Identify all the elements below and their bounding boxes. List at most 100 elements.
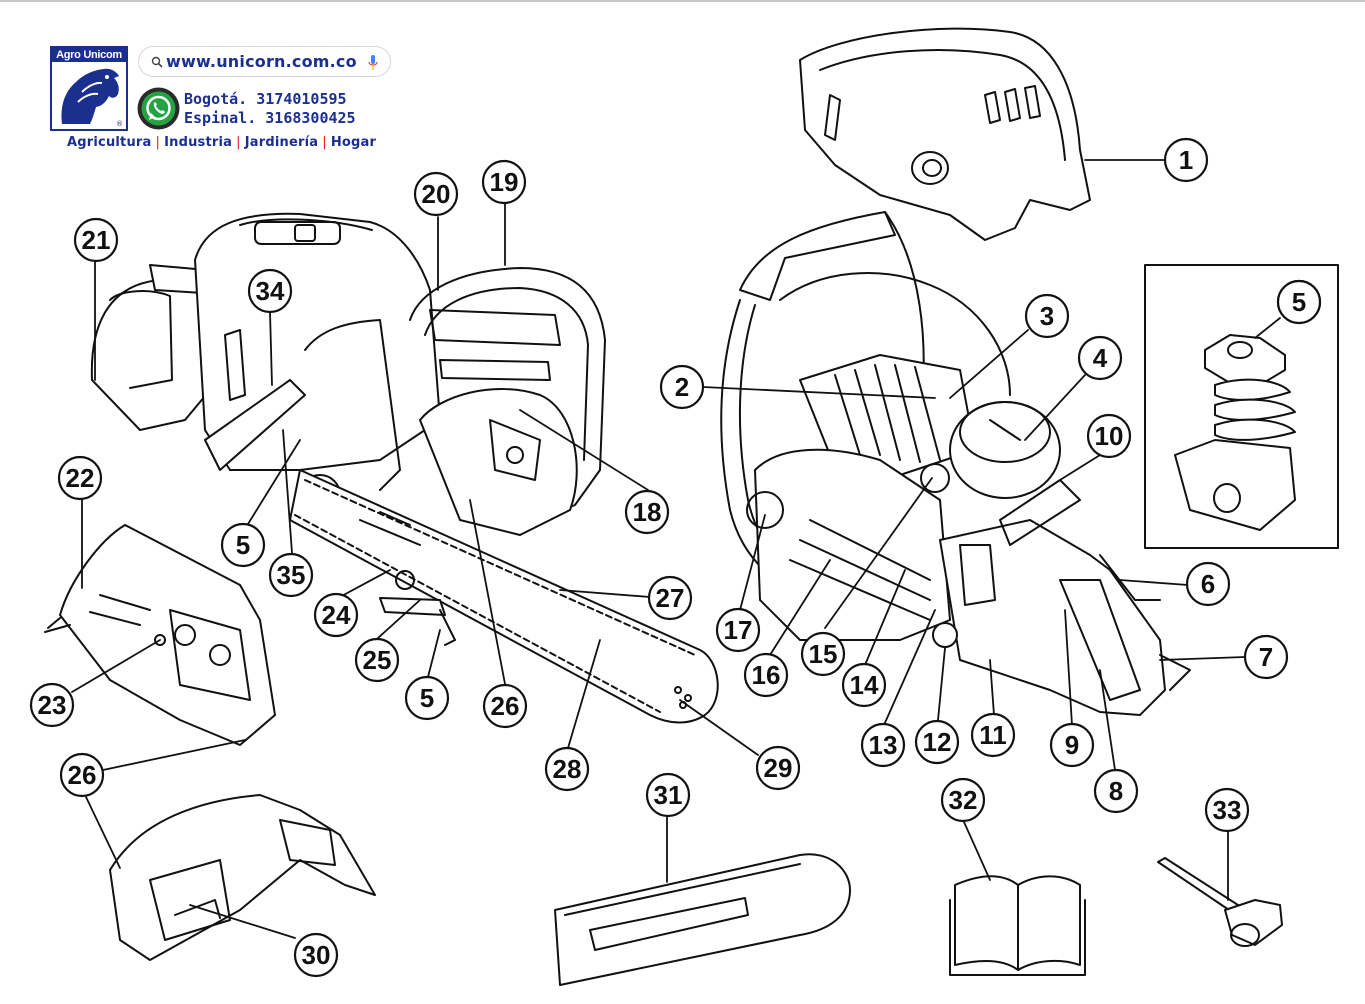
callout-22: 22 — [57, 455, 103, 501]
leader-lines — [71, 159, 1281, 939]
callout-18: 18 — [624, 489, 670, 535]
whatsapp-icon[interactable] — [136, 86, 181, 131]
callout-2: 2 — [659, 364, 705, 410]
category-separator: | — [236, 135, 241, 150]
callout-circle — [29, 682, 75, 728]
manual-book-drawing — [949, 875, 1086, 976]
callout-group: 1234567891011121314151617181920212223242… — [29, 137, 1322, 978]
callout-circle — [755, 745, 801, 791]
callout-number: 11 — [979, 720, 1007, 750]
callout-circle — [1276, 279, 1322, 325]
callout-28: 28 — [544, 746, 590, 792]
callout-1: 1 — [1163, 137, 1209, 183]
callout-number: 9 — [1065, 730, 1079, 760]
category-separator: | — [322, 135, 327, 150]
callout-circle — [1243, 634, 1289, 680]
callout-circle — [647, 575, 693, 621]
callout-circle — [645, 772, 691, 818]
callout-number: 17 — [724, 615, 753, 645]
callout-number: 28 — [553, 754, 582, 784]
callout-circle — [1077, 335, 1123, 381]
callout-number: 5 — [420, 683, 434, 713]
callout-circle — [57, 455, 103, 501]
callout-34: 34 — [247, 268, 293, 314]
clutch-cover-drawing — [109, 794, 376, 961]
brand-logo: Agro Unicom ® — [50, 46, 128, 131]
callout-circle — [800, 631, 846, 677]
callout-circle — [841, 662, 887, 708]
callout-number: 27 — [656, 583, 685, 613]
callout-19: 19 — [481, 159, 527, 205]
callout-number: 23 — [38, 690, 67, 720]
callout-number: 5 — [1292, 287, 1306, 317]
brand-logo-text: Agro Unicom — [52, 48, 126, 62]
callout-circle — [313, 592, 359, 638]
category-hogar[interactable]: Hogar — [330, 135, 377, 150]
horse-logo-icon — [61, 68, 119, 124]
callout-33: 33 — [1204, 787, 1250, 833]
callout-circle — [59, 752, 105, 798]
top-divider — [0, 0, 1365, 2]
inset-spring-drawing — [1144, 264, 1339, 549]
callout-number: 1 — [1179, 145, 1193, 175]
website-url[interactable]: www.unicorn.com.co — [166, 52, 357, 71]
microphone-icon[interactable] — [368, 55, 378, 71]
callout-20: 20 — [413, 171, 459, 217]
callout-circle — [743, 652, 789, 698]
callout-number: 6 — [1201, 569, 1215, 599]
callout-4: 4 — [1077, 335, 1123, 381]
callout-5: 5 — [404, 675, 450, 721]
bar-guard-drawing — [554, 853, 851, 986]
callout-5: 5 — [1276, 279, 1322, 325]
callout-circle — [715, 607, 761, 653]
callout-number: 10 — [1095, 421, 1124, 451]
category-agricultura[interactable]: Agricultura — [67, 135, 152, 150]
callout-number: 31 — [654, 780, 683, 810]
callout-number: 26 — [491, 691, 520, 721]
callout-circle — [220, 522, 266, 568]
callout-30: 30 — [293, 932, 339, 978]
callout-number: 21 — [82, 225, 111, 255]
callout-number: 22 — [66, 463, 95, 493]
callout-circle — [970, 712, 1016, 758]
website-search-box[interactable]: www.unicorn.com.co — [138, 46, 391, 77]
callout-circle — [544, 746, 590, 792]
callout-26: 26 — [482, 683, 528, 729]
callout-circle — [1049, 722, 1095, 768]
callout-circle — [268, 552, 314, 598]
callout-circle — [659, 364, 705, 410]
category-jardineria[interactable]: Jardinería — [244, 135, 319, 150]
callout-circle — [1185, 561, 1231, 607]
callout-number: 30 — [302, 940, 331, 970]
callout-3: 3 — [1024, 293, 1070, 339]
callout-8: 8 — [1093, 768, 1139, 814]
callout-number: 25 — [363, 645, 392, 675]
callout-12: 12 — [914, 719, 960, 765]
callout-number: 19 — [490, 167, 519, 197]
callout-number: 8 — [1109, 776, 1123, 806]
callout-number: 35 — [277, 560, 306, 590]
search-icon — [151, 56, 163, 68]
callout-number: 4 — [1093, 343, 1108, 373]
category-separator: | — [155, 135, 161, 150]
brand-registered-mark: ® — [116, 120, 123, 128]
callout-number: 12 — [923, 727, 952, 757]
callout-circle — [413, 171, 459, 217]
callout-35: 35 — [268, 552, 314, 598]
callout-5: 5 — [220, 522, 266, 568]
callout-circle — [73, 217, 119, 263]
chain-cover-drawing — [44, 524, 276, 746]
category-industria[interactable]: Industria — [164, 135, 233, 150]
callout-23: 23 — [29, 682, 75, 728]
callout-circle — [1024, 293, 1070, 339]
phone-bogota[interactable]: Bogotá. 3174010595 — [184, 90, 347, 108]
callout-number: 24 — [322, 600, 351, 630]
callout-circle — [914, 719, 960, 765]
callout-21: 21 — [73, 217, 119, 263]
callout-circle — [1086, 413, 1132, 459]
phone-espinal[interactable]: Espinal. 3168300425 — [184, 109, 356, 127]
callout-17: 17 — [715, 607, 761, 653]
callout-number: 16 — [752, 660, 781, 690]
callout-number: 29 — [764, 753, 793, 783]
